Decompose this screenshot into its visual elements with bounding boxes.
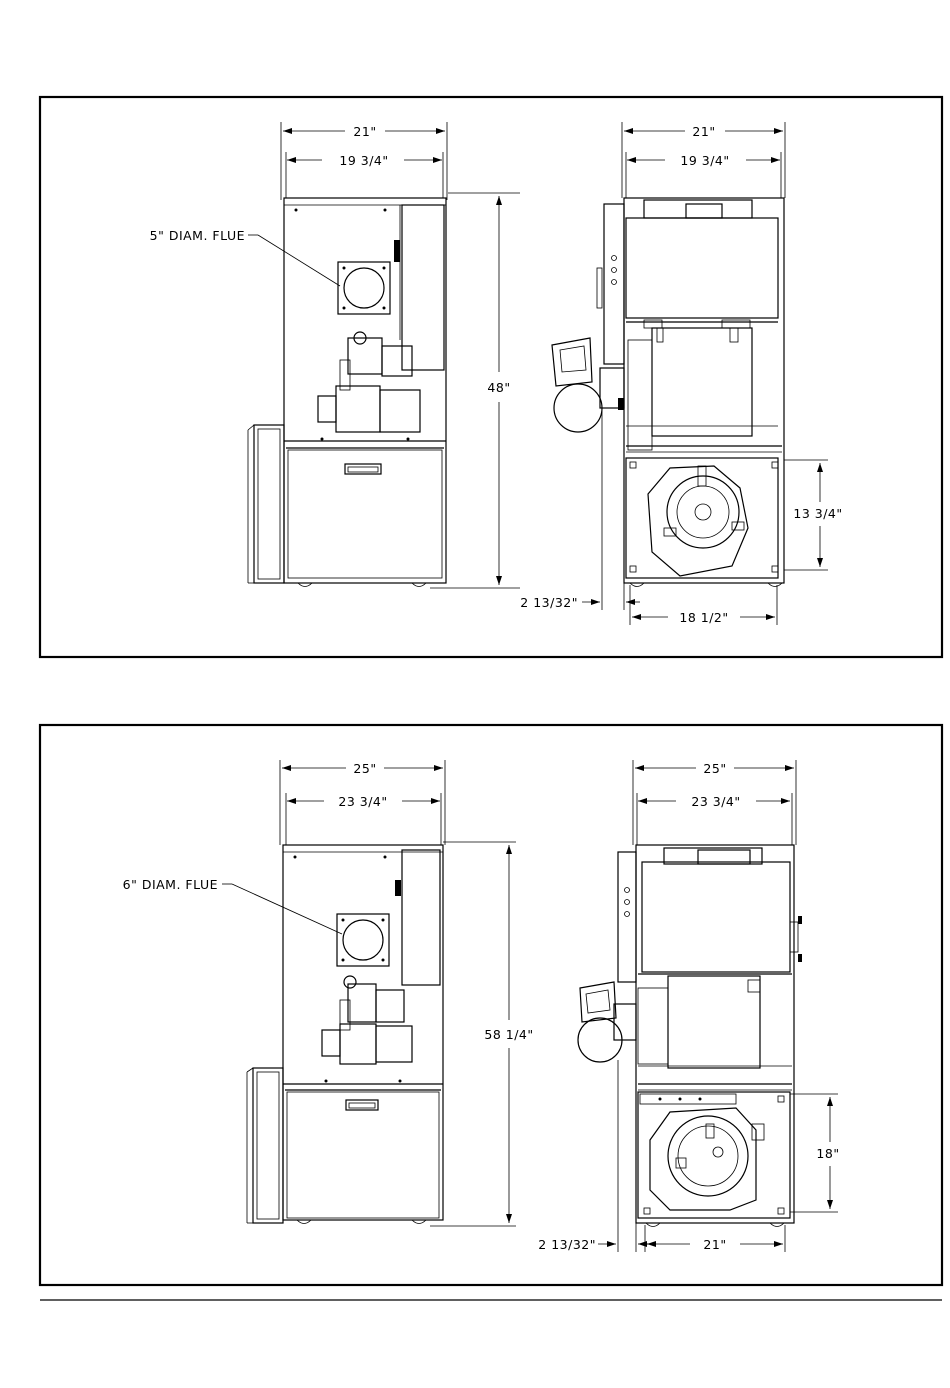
front-view-1	[248, 122, 520, 588]
front-width-inner-2: 23 3/4"	[338, 794, 387, 809]
blower-height-2: 18"	[816, 1146, 839, 1161]
offset-1: 2 13/32"	[520, 595, 578, 610]
side-view-2	[578, 760, 838, 1252]
side-width-outer-2: 25"	[703, 761, 726, 776]
side-width-inner-2: 23 3/4"	[691, 794, 740, 809]
diagram-frame-2	[40, 725, 942, 1285]
front-width-outer-2: 25"	[353, 761, 376, 776]
flue-label-2: 6" DIAM. FLUE	[123, 877, 218, 892]
base-width-1: 18 1/2"	[679, 610, 728, 625]
front-height-2: 58 1/4"	[484, 1027, 533, 1042]
front-width-outer-1: 21"	[353, 124, 376, 139]
blower-height-1: 13 3/4"	[793, 506, 842, 521]
side-width-outer-1: 21"	[692, 124, 715, 139]
offset-2: 2 13/32"	[538, 1237, 596, 1252]
base-width-2: 21"	[703, 1237, 726, 1252]
flue-label-1: 5" DIAM. FLUE	[150, 228, 245, 243]
front-view-2	[222, 760, 516, 1226]
diagram-frame-1	[40, 97, 942, 657]
front-width-inner-1: 19 3/4"	[339, 153, 388, 168]
side-width-inner-1: 19 3/4"	[680, 153, 729, 168]
side-view-1	[552, 122, 828, 625]
front-height-1: 48"	[487, 380, 510, 395]
